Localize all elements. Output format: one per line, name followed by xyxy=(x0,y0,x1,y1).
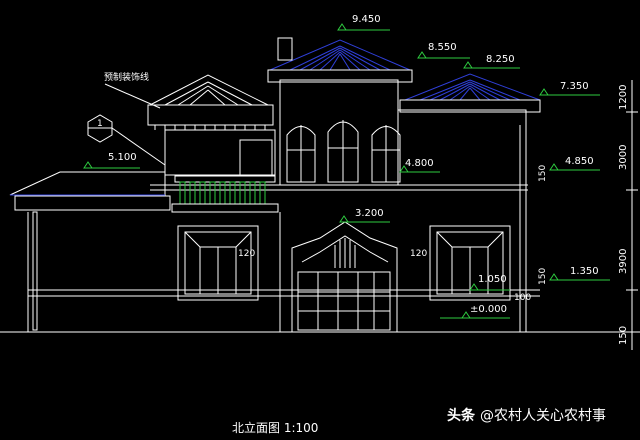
note-leader xyxy=(104,83,161,109)
balcony-base xyxy=(171,203,279,213)
elevation-8250: 8.250 xyxy=(486,54,515,65)
left-wing-cornice xyxy=(14,195,171,211)
elevation-5100: 5.100 xyxy=(108,152,137,163)
chimney xyxy=(277,37,293,61)
vertical-dimension-line xyxy=(626,80,638,350)
downpipe-left xyxy=(32,211,38,331)
elevation-4850: 4.850 xyxy=(565,156,594,167)
ground-floor-wall xyxy=(27,125,540,332)
elevation-7350: 7.350 xyxy=(560,81,589,92)
center-roof-eave xyxy=(267,69,413,83)
elevation-3200: 3.200 xyxy=(355,208,384,219)
entrance-door xyxy=(291,221,398,332)
vertical-dim-150: 150 xyxy=(618,326,629,345)
arched-window-center xyxy=(327,120,359,183)
center-roof xyxy=(269,39,411,71)
upper-volume xyxy=(150,79,528,191)
callout-marker xyxy=(87,114,166,166)
vertical-dim-1200: 1200 xyxy=(618,85,629,110)
elevation-0000: ±0.000 xyxy=(470,304,507,315)
balcony-rail xyxy=(174,175,276,183)
left-upper-door xyxy=(239,139,273,176)
left-roof-cornice xyxy=(147,104,274,126)
elevation-4800: 4.800 xyxy=(405,158,434,169)
dim-100: 100 xyxy=(514,293,531,303)
window-left xyxy=(177,225,259,301)
note-label: 预制装饰线 xyxy=(104,71,149,83)
left-wing-roof xyxy=(9,171,166,196)
toutiao-logo-icon: 头条 xyxy=(447,407,476,424)
left-upper-wall xyxy=(164,129,276,176)
watermark-account: @农村人关心农村事 xyxy=(480,408,606,424)
dim-150-lower: 150 xyxy=(538,268,548,285)
elevation-9450: 9.450 xyxy=(352,14,381,25)
elevation-1050: 1.050 xyxy=(478,274,507,285)
right-roof-eave xyxy=(399,99,541,113)
right-roof xyxy=(404,73,541,101)
arched-window-left xyxy=(286,125,316,183)
vertical-dim-3000: 3000 xyxy=(618,145,629,170)
elevation-8550: 8.550 xyxy=(428,42,457,53)
arched-window-right xyxy=(371,125,401,183)
watermark: 头条 @农村人关心农村事 xyxy=(447,407,606,424)
dim-120-left: 120 xyxy=(238,249,255,259)
dentil-band xyxy=(154,125,266,130)
callout-number: 1 xyxy=(97,119,103,129)
drawing-title: 北立面图 1:100 xyxy=(232,420,318,435)
dim-120-right: 120 xyxy=(410,249,427,259)
vertical-dim-3900: 3900 xyxy=(618,249,629,274)
door-pediment-lines xyxy=(334,238,356,268)
elevation-markers xyxy=(83,23,610,319)
dim-150-upper: 150 xyxy=(538,165,548,182)
elevation-1350: 1.350 xyxy=(570,266,599,277)
left-roof xyxy=(149,74,269,106)
window-right xyxy=(429,225,511,301)
